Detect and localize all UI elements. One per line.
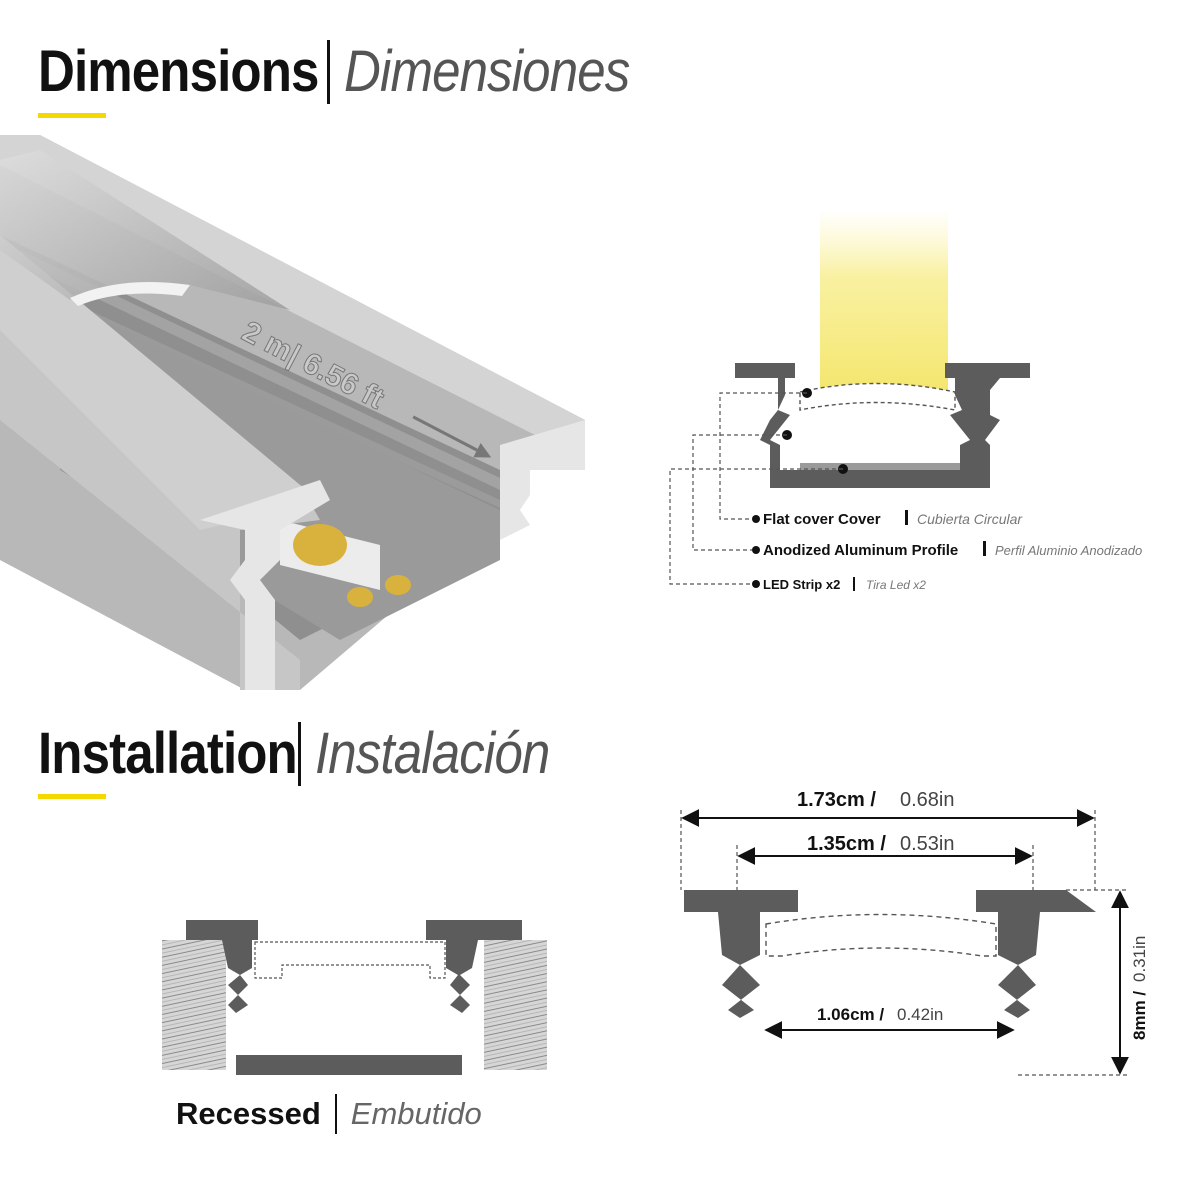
profile-right-flange xyxy=(0,135,585,440)
component-label-cover-es: Cubierta Circular xyxy=(917,511,1023,527)
top-opening-imperial: 0.53in xyxy=(900,833,955,855)
led-chip xyxy=(293,524,347,566)
length-arrow-shaft xyxy=(412,415,478,452)
profile-section-large xyxy=(684,890,1096,1075)
profile-cross-section xyxy=(735,363,1030,488)
profile-channel-interior xyxy=(762,965,1016,1048)
dimensions-accent-bar xyxy=(38,113,106,118)
height-metric: 8mm / xyxy=(1130,991,1149,1040)
large-cover-outline xyxy=(765,913,997,957)
inner-width-imperial: 0.42in xyxy=(897,1005,943,1024)
installation-accent-bar xyxy=(38,794,106,799)
profile-3d-illustration: 2 m | 6.56 ft xyxy=(0,135,585,690)
bullet xyxy=(752,546,760,554)
channel-ridge xyxy=(20,278,500,508)
heading-separator xyxy=(298,721,302,786)
recessed-channel-interior xyxy=(255,975,444,1030)
height-label: 8mm / 0.31in xyxy=(1130,936,1149,1040)
outer-width-metric: 1.73cm / xyxy=(797,789,876,811)
outer-width-imperial: 0.68in xyxy=(900,789,955,811)
dimensions-title: Dimensions xyxy=(38,39,319,104)
recessed-cover-outline xyxy=(254,941,446,979)
bullet xyxy=(752,515,760,523)
profile-end-face-left xyxy=(200,480,330,690)
solder-pad xyxy=(347,587,373,607)
height-imperial: 0.31in xyxy=(1130,936,1149,982)
dimensioned-cross-section: 1.73cm / 0.68in 1.35cm / 0.53in 1.06cm /… xyxy=(680,789,1149,1076)
caption-separator xyxy=(334,1094,337,1134)
solder-pad xyxy=(385,575,411,595)
installation-subtitle: Instalación xyxy=(315,721,550,786)
dimensions-heading: Dimensions Dimensiones xyxy=(38,38,668,105)
cover-outline xyxy=(799,382,956,411)
length-arrowhead xyxy=(473,443,492,458)
installation-type-label-es: Embutido xyxy=(350,1096,482,1131)
installation-type-caption: Recessed Embutido xyxy=(176,1094,482,1134)
label-separator xyxy=(983,541,986,556)
recessed-base xyxy=(236,1055,462,1071)
cross-section-components: Flat cover Cover Cubierta Circular Anodi… xyxy=(669,210,1142,592)
led-strip-section xyxy=(800,463,960,470)
profile-left-flange xyxy=(0,235,330,530)
installation-type-label: Recessed xyxy=(176,1096,321,1131)
inner-width-metric: 1.06cm / xyxy=(817,1005,884,1024)
diffuser-cover xyxy=(0,150,290,310)
recessed-profile-section xyxy=(186,920,522,1075)
component-label-led-es: Tira Led x2 xyxy=(866,578,926,592)
component-label-profile-es: Perfil Aluminio Anodizado xyxy=(995,543,1142,558)
heading-separator xyxy=(326,39,330,104)
component-label-led: LED Strip x2 xyxy=(763,577,840,592)
bullet xyxy=(752,580,760,588)
label-separator xyxy=(853,577,855,591)
leader-cover xyxy=(719,392,807,520)
cover-cutaway xyxy=(70,281,190,306)
installation-title: Installation xyxy=(38,721,298,786)
recessed-installation-diagram xyxy=(162,920,547,1077)
component-label-profile: Anodized Aluminum Profile xyxy=(763,542,958,559)
leader-led xyxy=(669,468,843,585)
installation-heading: Installation Instalación xyxy=(38,720,581,787)
profile-end-face-right xyxy=(500,420,585,540)
top-opening-metric: 1.35cm / xyxy=(807,833,886,855)
dimensions-subtitle: Dimensiones xyxy=(343,39,630,104)
channel-ridge xyxy=(20,250,500,490)
component-label-cover: Flat cover Cover xyxy=(763,511,881,528)
leader-profile xyxy=(692,434,787,551)
label-separator xyxy=(905,510,908,525)
light-beam xyxy=(820,210,948,400)
